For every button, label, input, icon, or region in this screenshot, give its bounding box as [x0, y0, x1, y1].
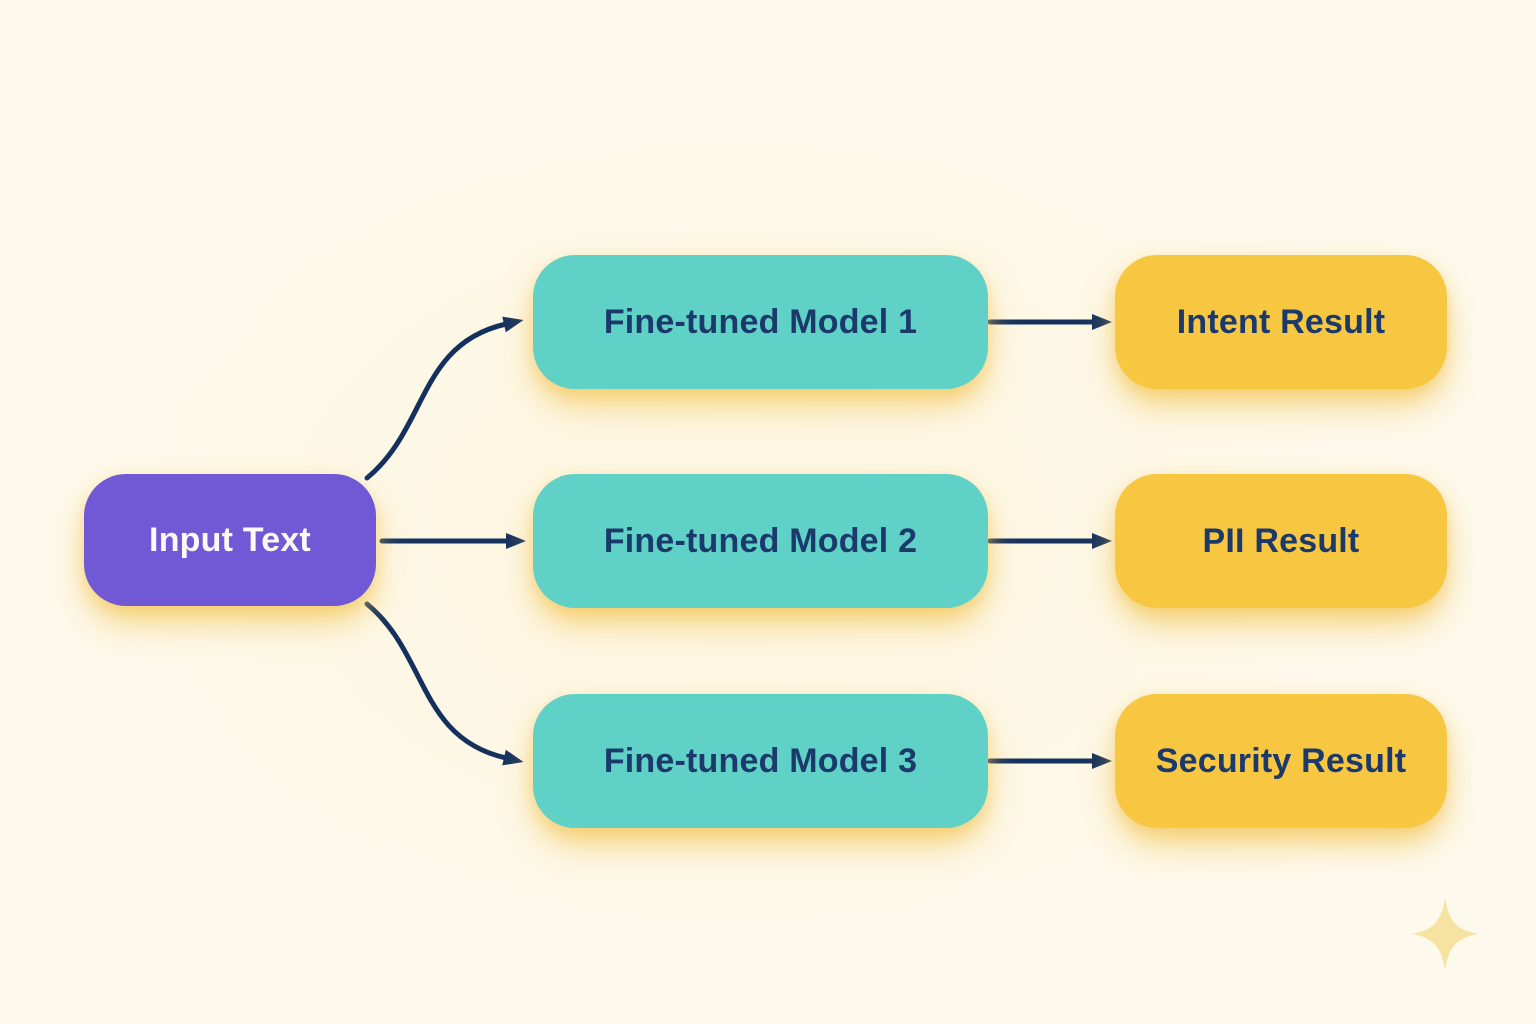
node-intent-result: Intent Result: [1115, 255, 1447, 389]
node-pii-result: PII Result: [1115, 474, 1447, 608]
node-result-1-label: Intent Result: [1176, 302, 1386, 341]
node-fine-tuned-model-2: Fine-tuned Model 2: [533, 474, 988, 608]
node-model-3-label: Fine-tuned Model 3: [603, 741, 918, 780]
edge-input-to-model1: [364, 316, 524, 481]
node-input-text-label: Input Text: [149, 520, 311, 559]
node-input-text: Input Text: [84, 474, 376, 606]
node-model-1-label: Fine-tuned Model 1: [603, 302, 918, 341]
node-model-2-label: Fine-tuned Model 2: [603, 521, 918, 560]
node-result-3-label: Security Result: [1155, 741, 1407, 780]
node-fine-tuned-model-3: Fine-tuned Model 3: [533, 694, 988, 828]
edge-input-to-model3: [364, 601, 524, 766]
node-result-2-label: PII Result: [1202, 521, 1360, 560]
sparkle-icon: [1412, 897, 1478, 971]
node-security-result: Security Result: [1115, 694, 1447, 828]
node-fine-tuned-model-1: Fine-tuned Model 1: [533, 255, 988, 389]
